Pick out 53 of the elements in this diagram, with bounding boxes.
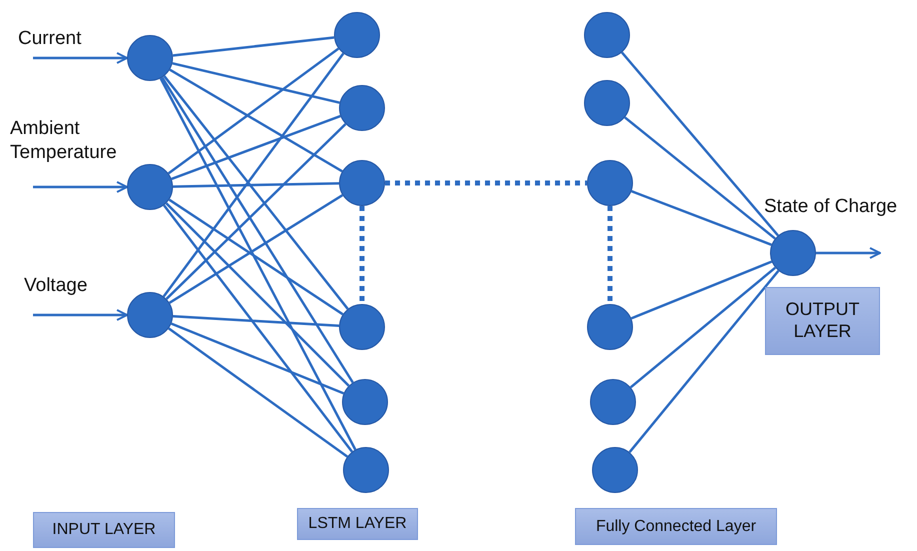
connector-line bbox=[168, 327, 348, 458]
neuron-circle bbox=[587, 304, 633, 350]
neuron-circle bbox=[339, 160, 385, 206]
dotted-connector bbox=[360, 206, 364, 304]
edge-label: Voltage bbox=[24, 274, 88, 298]
edge-label: Current bbox=[18, 27, 82, 51]
connector-line bbox=[630, 260, 772, 320]
output-label: State of Charge bbox=[764, 195, 898, 219]
arrow bbox=[33, 309, 128, 321]
arrow bbox=[33, 181, 128, 193]
arrow bbox=[33, 52, 128, 64]
connector-line bbox=[162, 52, 344, 298]
connector-line bbox=[624, 116, 776, 240]
arrow bbox=[816, 247, 881, 259]
layer-label: LSTM LAYER bbox=[297, 508, 418, 540]
dotted-connector bbox=[608, 206, 612, 304]
connector-line bbox=[630, 266, 776, 388]
layer-label: OUTPUT LAYER bbox=[765, 287, 880, 355]
connector-line bbox=[170, 322, 344, 395]
neuron-circle bbox=[127, 164, 173, 210]
connector-line bbox=[628, 270, 780, 453]
neuron-circle bbox=[342, 379, 388, 425]
layer-label: INPUT LAYER bbox=[33, 512, 175, 548]
connector-line bbox=[163, 75, 349, 310]
connector-line bbox=[160, 78, 356, 450]
connector-line bbox=[171, 114, 341, 180]
neuron-circle bbox=[339, 304, 385, 350]
neuron-circle bbox=[584, 80, 630, 126]
neuron-circle bbox=[584, 12, 630, 58]
neuron-circle bbox=[339, 85, 385, 131]
edge-label: Ambient Temperature bbox=[10, 117, 118, 164]
connector-line bbox=[172, 182, 340, 188]
connector-line bbox=[172, 315, 340, 327]
connector-line bbox=[168, 48, 340, 174]
neuron-circle bbox=[127, 292, 173, 338]
neuron-circle bbox=[590, 379, 636, 425]
connector-line bbox=[162, 204, 354, 452]
connector-line bbox=[166, 123, 346, 300]
connector-line bbox=[631, 190, 772, 246]
neuron-circle bbox=[587, 160, 633, 206]
connector-line bbox=[161, 76, 354, 384]
neuron-circle bbox=[334, 12, 380, 58]
layer-label: Fully Connected Layer bbox=[575, 508, 777, 545]
connector-line bbox=[169, 68, 343, 172]
connector-line bbox=[172, 36, 334, 57]
connector-line bbox=[172, 62, 340, 104]
dotted-connector bbox=[385, 180, 587, 186]
neuron-circle bbox=[592, 447, 638, 493]
neuron-circle bbox=[343, 447, 389, 493]
neuron-circle bbox=[127, 35, 173, 81]
connector-line bbox=[165, 202, 350, 387]
neuron-circle bbox=[770, 230, 816, 276]
connector-line bbox=[620, 52, 780, 236]
